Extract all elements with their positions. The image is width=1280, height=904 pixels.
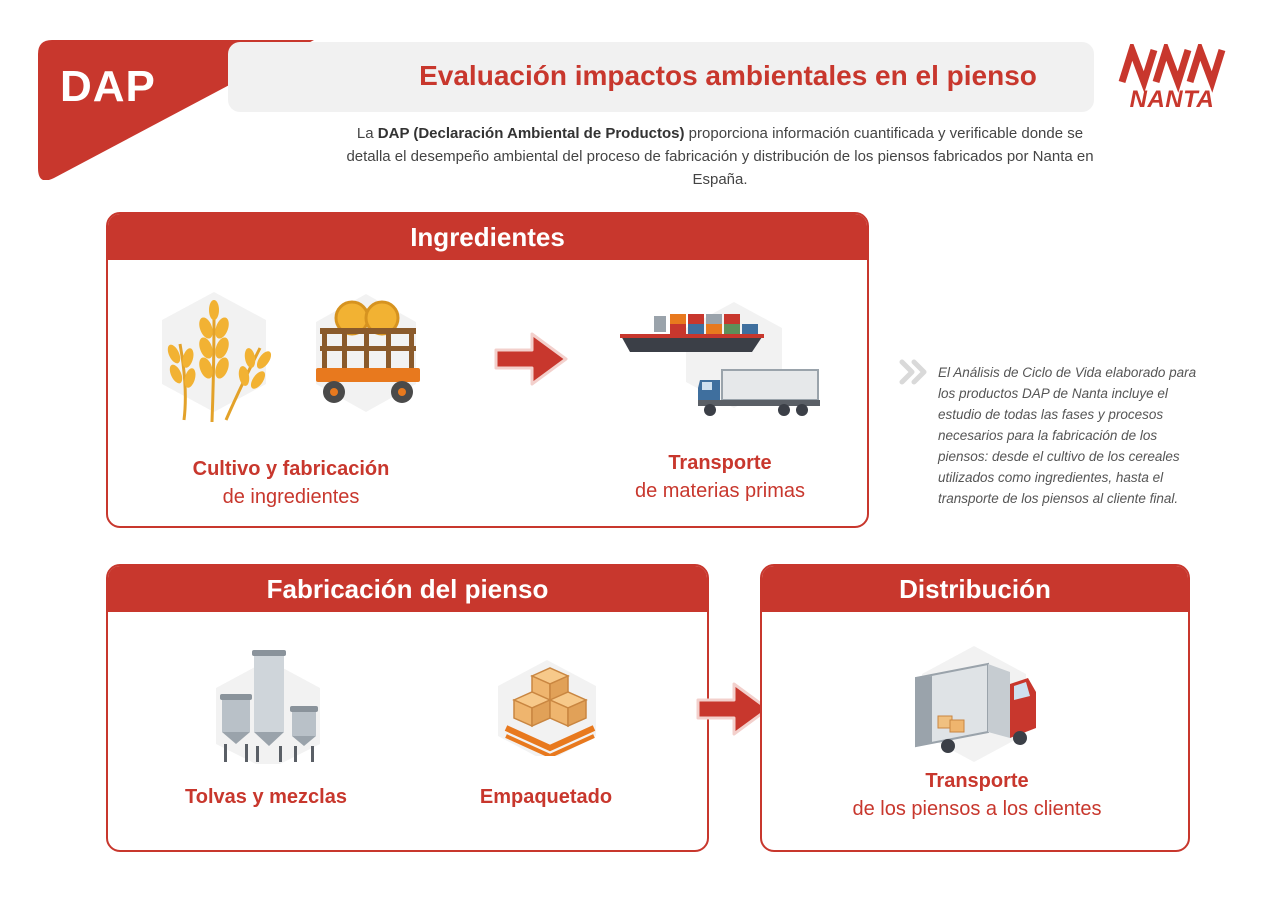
- nanta-logo-icon: [1118, 44, 1226, 93]
- empaquetado-label: Empaquetado: [479, 786, 613, 808]
- dap-badge: DAP: [60, 62, 156, 111]
- transporte-clientes-label: Transporte: [925, 770, 1029, 792]
- intro-pre: La: [356, 125, 378, 142]
- distribucion-panel: Distribución Transporte de los piensos a…: [760, 564, 1190, 852]
- silos-icon: [216, 650, 320, 764]
- cultivo-sublabel: de ingredientes: [222, 486, 360, 508]
- cultivo-label: Cultivo y fabricación: [192, 458, 390, 480]
- transporte-clientes-sublabel: de los piensos a los clientes: [852, 798, 1102, 820]
- fabricacion-title: Fabricación del pienso: [108, 566, 707, 612]
- distribucion-title: Distribución: [762, 566, 1188, 612]
- boxes-pallet-icon: [498, 660, 596, 756]
- ingredientes-panel: Ingredientes: [106, 212, 869, 528]
- intro-bold: DAP (Declaración Ambiental de Productos): [377, 125, 685, 142]
- fabricacion-panel: Fabricación del pienso: [106, 564, 709, 852]
- delivery-truck-icon: [915, 646, 1036, 762]
- transporte-mp-label: Transporte: [668, 452, 772, 474]
- arrow-right-icon-2: [696, 682, 770, 736]
- tolvas-label: Tolvas y mezclas: [185, 786, 347, 808]
- transporte-mp-sublabel: de materias primas: [634, 480, 806, 502]
- intro-post: proporciona información cuantificada y v…: [346, 125, 1094, 188]
- brand-name: NANTA: [1129, 86, 1215, 113]
- double-chevron-icon: [899, 359, 927, 385]
- ship-truck-icon: [620, 302, 820, 416]
- ingredientes-title: Ingredientes: [108, 214, 867, 260]
- wheat-cart-icon: [162, 292, 420, 423]
- lca-note: El Análisis de Ciclo de Vida elaborado p…: [938, 365, 1197, 506]
- title-bar: [228, 42, 1094, 112]
- arrow-right-icon: [494, 332, 568, 386]
- intro-text: La DAP (Declaración Ambiental de Product…: [340, 122, 1100, 191]
- page-title: Evaluación impactos ambientales en el pi…: [419, 60, 1037, 91]
